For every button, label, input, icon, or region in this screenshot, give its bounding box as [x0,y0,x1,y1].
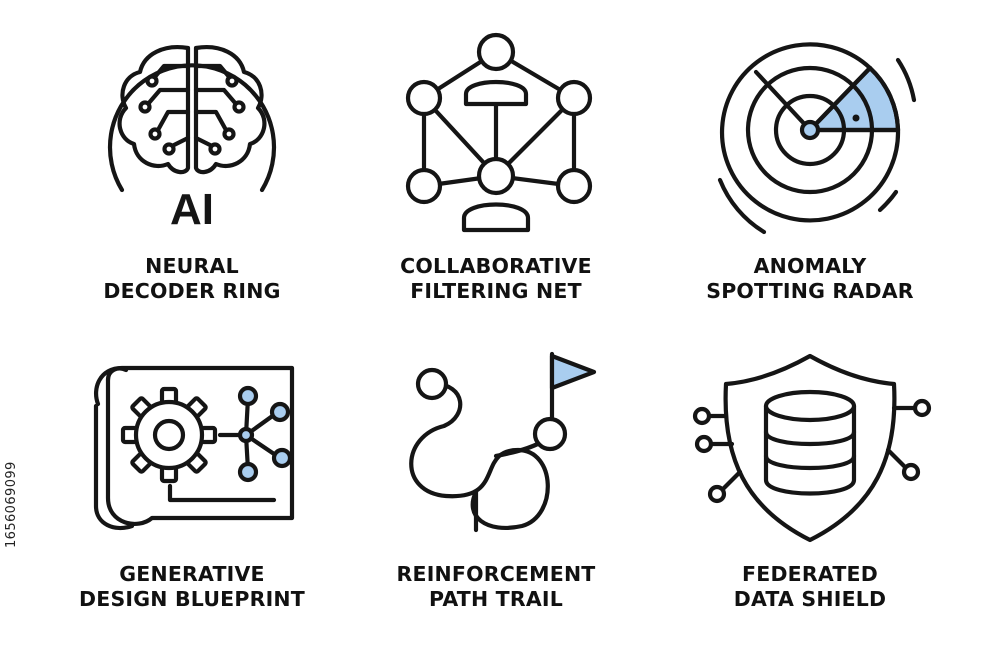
people-network-icon [405,32,593,233]
stock-image-id: 1656069099 [4,461,19,548]
brain-circuit-icon: AI [107,45,277,234]
database-icon [763,389,857,496]
gear-icon [120,386,218,484]
ai-badge: AI [170,185,214,234]
radar-icon [717,42,917,235]
database-shield-icon [692,353,932,543]
gear-blueprint-icon [93,365,295,531]
winding-path-flag-icon [409,351,597,533]
